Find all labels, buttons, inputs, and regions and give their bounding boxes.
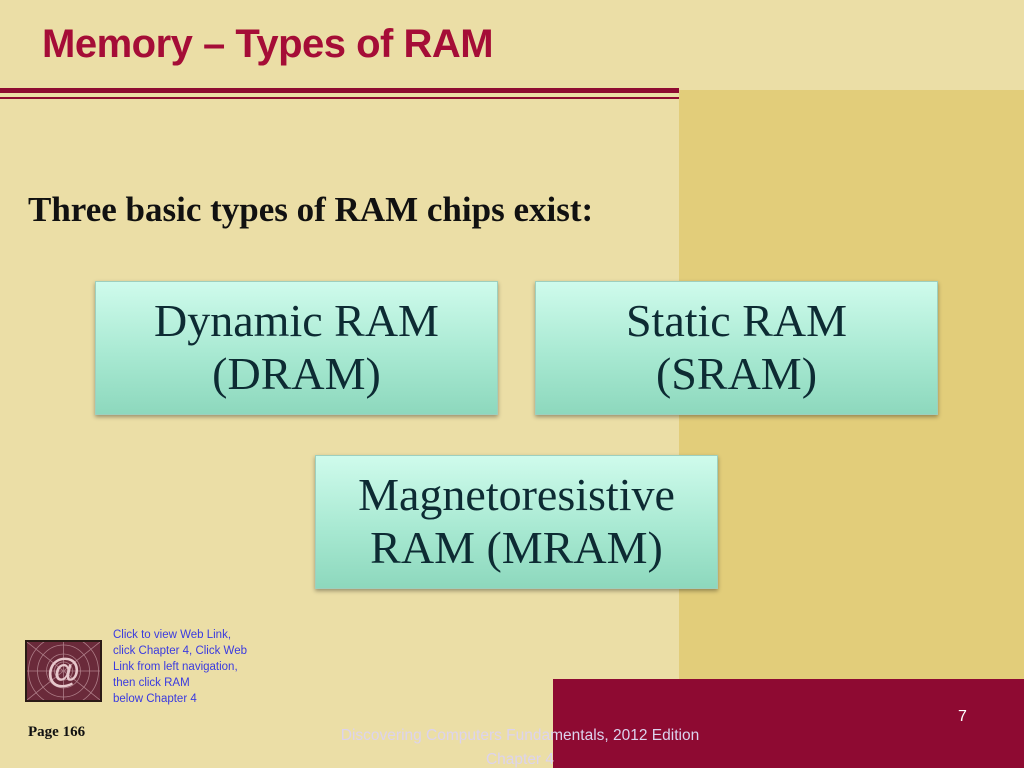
mram-box-line2: RAM (MRAM) [370, 522, 663, 573]
footer-caption: Discovering Computers Fundamentals, 2012… [320, 724, 720, 768]
slide-number: 7 [958, 708, 967, 725]
web-link-instructions[interactable]: Click to view Web Link, click Chapter 4,… [113, 627, 278, 707]
slide-title: Memory – Types of RAM [42, 22, 494, 66]
title-rule-thin [0, 97, 679, 99]
sram-box-line1: Static RAM [625, 295, 848, 347]
dram-box-line1: Dynamic RAM [154, 295, 439, 347]
intro-text: Three basic types of RAM chips exist: [28, 190, 594, 229]
web-link-line: below Chapter 4 [113, 693, 197, 706]
sram-box: Static RAM (SRAM) [535, 281, 938, 415]
web-link-line: then click RAM [113, 677, 190, 690]
footer-book-title: Discovering Computers Fundamentals, 2012… [340, 727, 700, 744]
dram-box-line2: (DRAM) [212, 348, 381, 399]
web-link-line: Link from left navigation, [113, 661, 238, 674]
footer-panel [553, 679, 1024, 768]
dram-box: Dynamic RAM (DRAM) [95, 281, 498, 415]
mram-box-line1: Magnetoresistive [358, 469, 675, 521]
mram-box: Magnetoresistive RAM (MRAM) [315, 455, 718, 589]
sram-box-line2: (SRAM) [655, 348, 818, 399]
title-rule-thick [0, 88, 679, 93]
page-reference: Page 166 [28, 724, 86, 740]
web-link-at-icon[interactable]: @ [25, 640, 102, 702]
web-link-line: Click to view Web Link, [113, 629, 232, 641]
web-link-line: click Chapter 4, Click Web [113, 645, 247, 658]
at-glyph: @ [47, 652, 80, 690]
footer-chapter: Chapter 4 [485, 751, 555, 768]
